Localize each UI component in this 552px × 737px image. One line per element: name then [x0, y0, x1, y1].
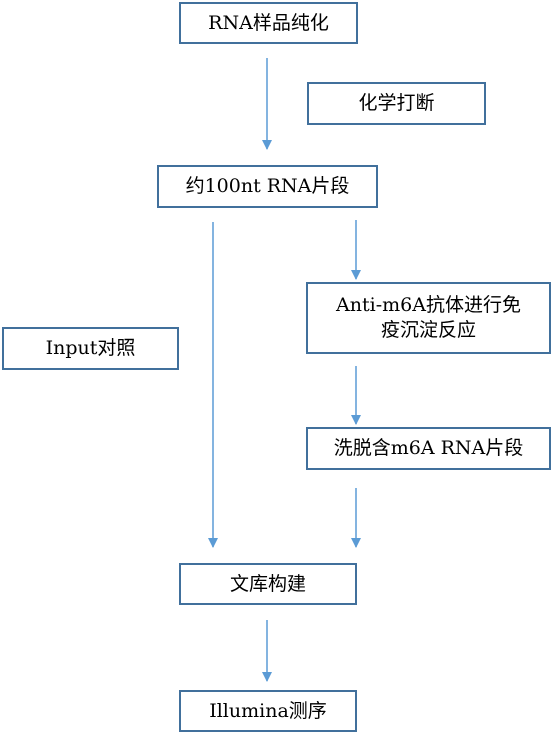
step-label: Input对照 [45, 337, 136, 359]
step-label: 文库构建 [229, 572, 306, 595]
step-rna-fragments: 约100nt RNA片段 [157, 165, 378, 208]
step-sequencing: Illumina测序 [179, 690, 357, 732]
step-label: 约100nt RNA片段 [185, 175, 350, 197]
step-immunoprecipitation: Anti-m6A抗体进行免 疫沉淀反应 [306, 282, 551, 354]
step-input-control: Input对照 [2, 327, 179, 370]
step-label: RNA样品纯化 [208, 11, 329, 34]
step-elute-m6a-fragments: 洗脱含m6A RNA片段 [306, 427, 551, 470]
step-chemical-fragmentation: 化学打断 [307, 82, 486, 125]
step-label: 化学打断 [358, 92, 435, 114]
step-label-line: 疫沉淀反应 [380, 319, 476, 341]
step-label-group: Anti-m6A抗体进行免 疫沉淀反应 [336, 293, 521, 343]
step-library-construction: 文库构建 [179, 563, 357, 605]
step-label: 洗脱含m6A RNA片段 [333, 437, 524, 459]
step-label-line: Anti-m6A抗体进行免 [336, 294, 521, 316]
step-rna-purification: RNA样品纯化 [179, 2, 358, 44]
step-label: Illumina测序 [209, 699, 327, 722]
